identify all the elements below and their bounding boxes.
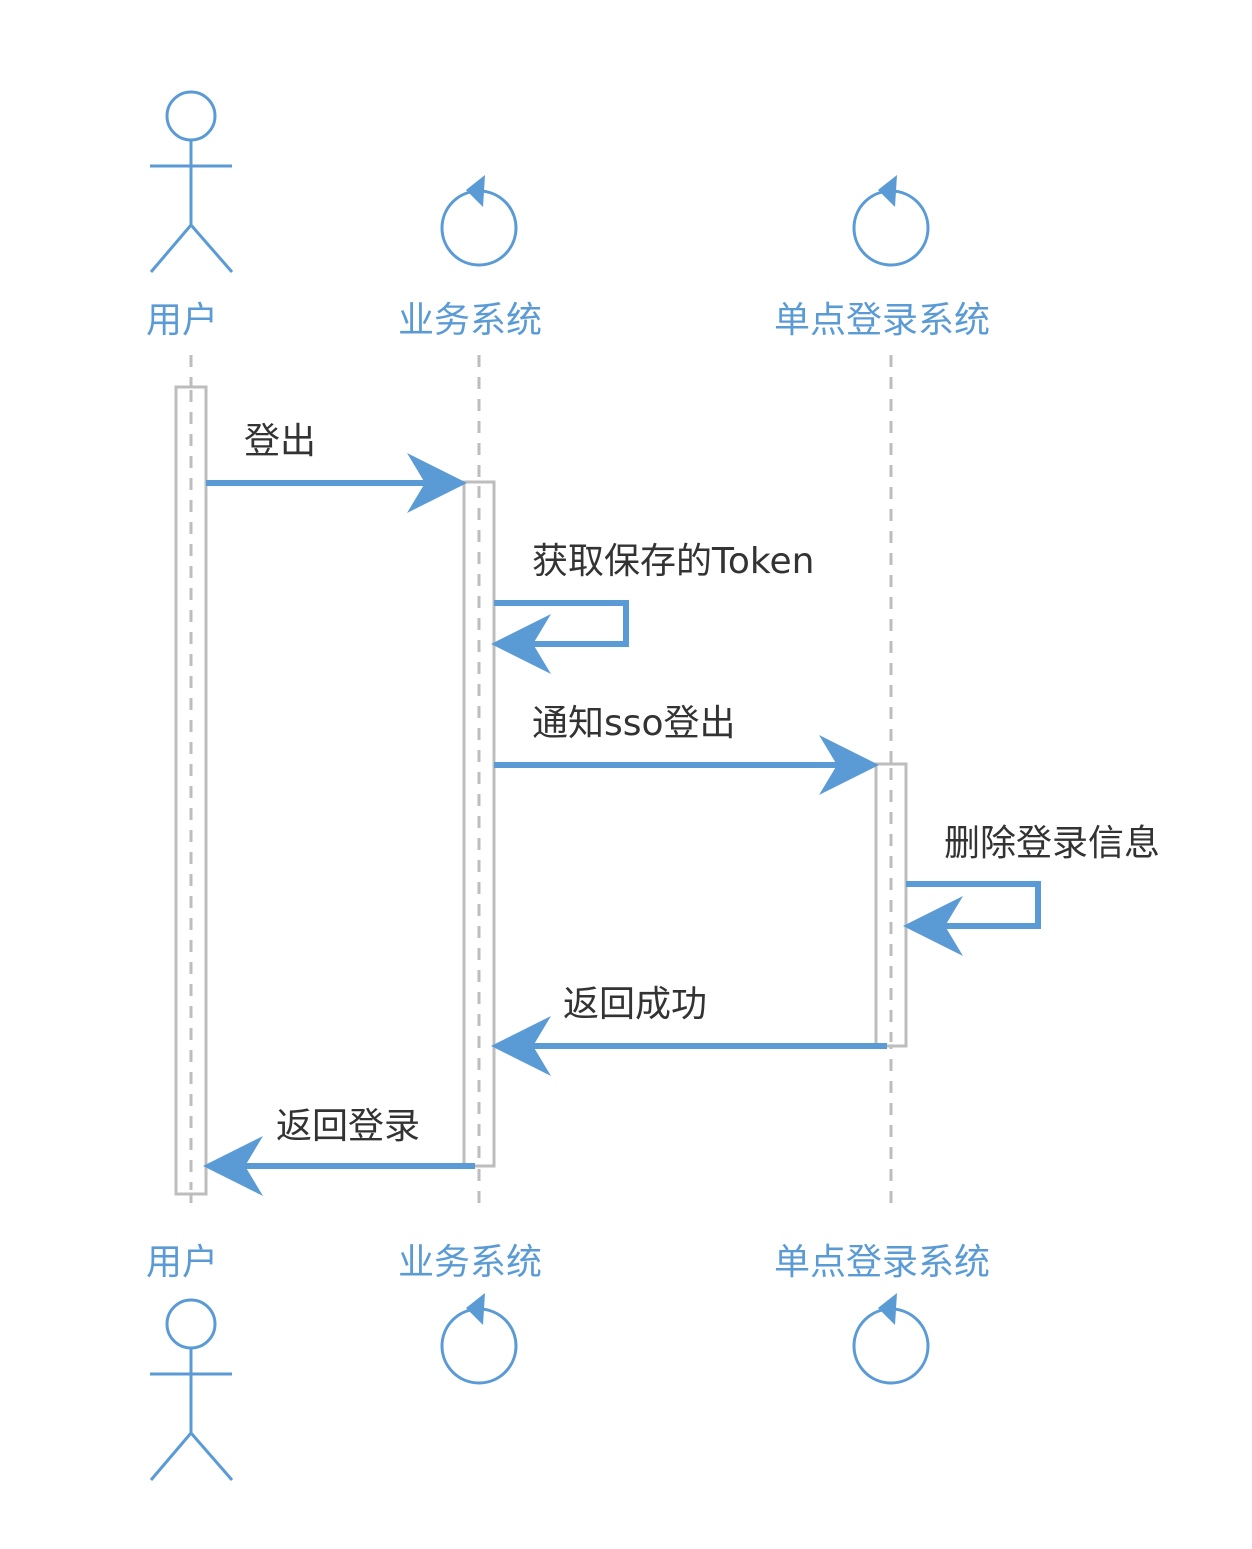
participant-label-sso: 单点登录系统 bbox=[774, 300, 990, 341]
message-label-notify-sso: 通知sso登出 bbox=[532, 703, 736, 744]
participant-label-user-bottom: 用户 bbox=[146, 1242, 218, 1283]
actor-icon bbox=[149, 1298, 234, 1481]
control-icon bbox=[440, 175, 518, 267]
message-label-logout: 登出 bbox=[244, 421, 316, 462]
message-label-return-login: 返回登录 bbox=[276, 1106, 420, 1147]
control-icon bbox=[852, 1293, 930, 1385]
participant-label-sso-bottom: 单点登录系统 bbox=[774, 1242, 990, 1283]
message-label-get-token: 获取保存的Token bbox=[532, 541, 814, 582]
participant-label-user: 用户 bbox=[146, 300, 218, 341]
actor-icon bbox=[149, 90, 234, 273]
message-label-return-success: 返回成功 bbox=[563, 984, 707, 1025]
message-label-delete-login: 删除登录信息 bbox=[944, 823, 1160, 864]
participant-label-biz: 业务系统 bbox=[398, 300, 542, 341]
message-arrow-delete-login bbox=[903, 881, 1041, 956]
participant-label-biz-bottom: 业务系统 bbox=[398, 1242, 542, 1283]
control-icon bbox=[852, 175, 930, 267]
message-arrow-get-token bbox=[491, 600, 629, 674]
control-icon bbox=[440, 1293, 518, 1385]
